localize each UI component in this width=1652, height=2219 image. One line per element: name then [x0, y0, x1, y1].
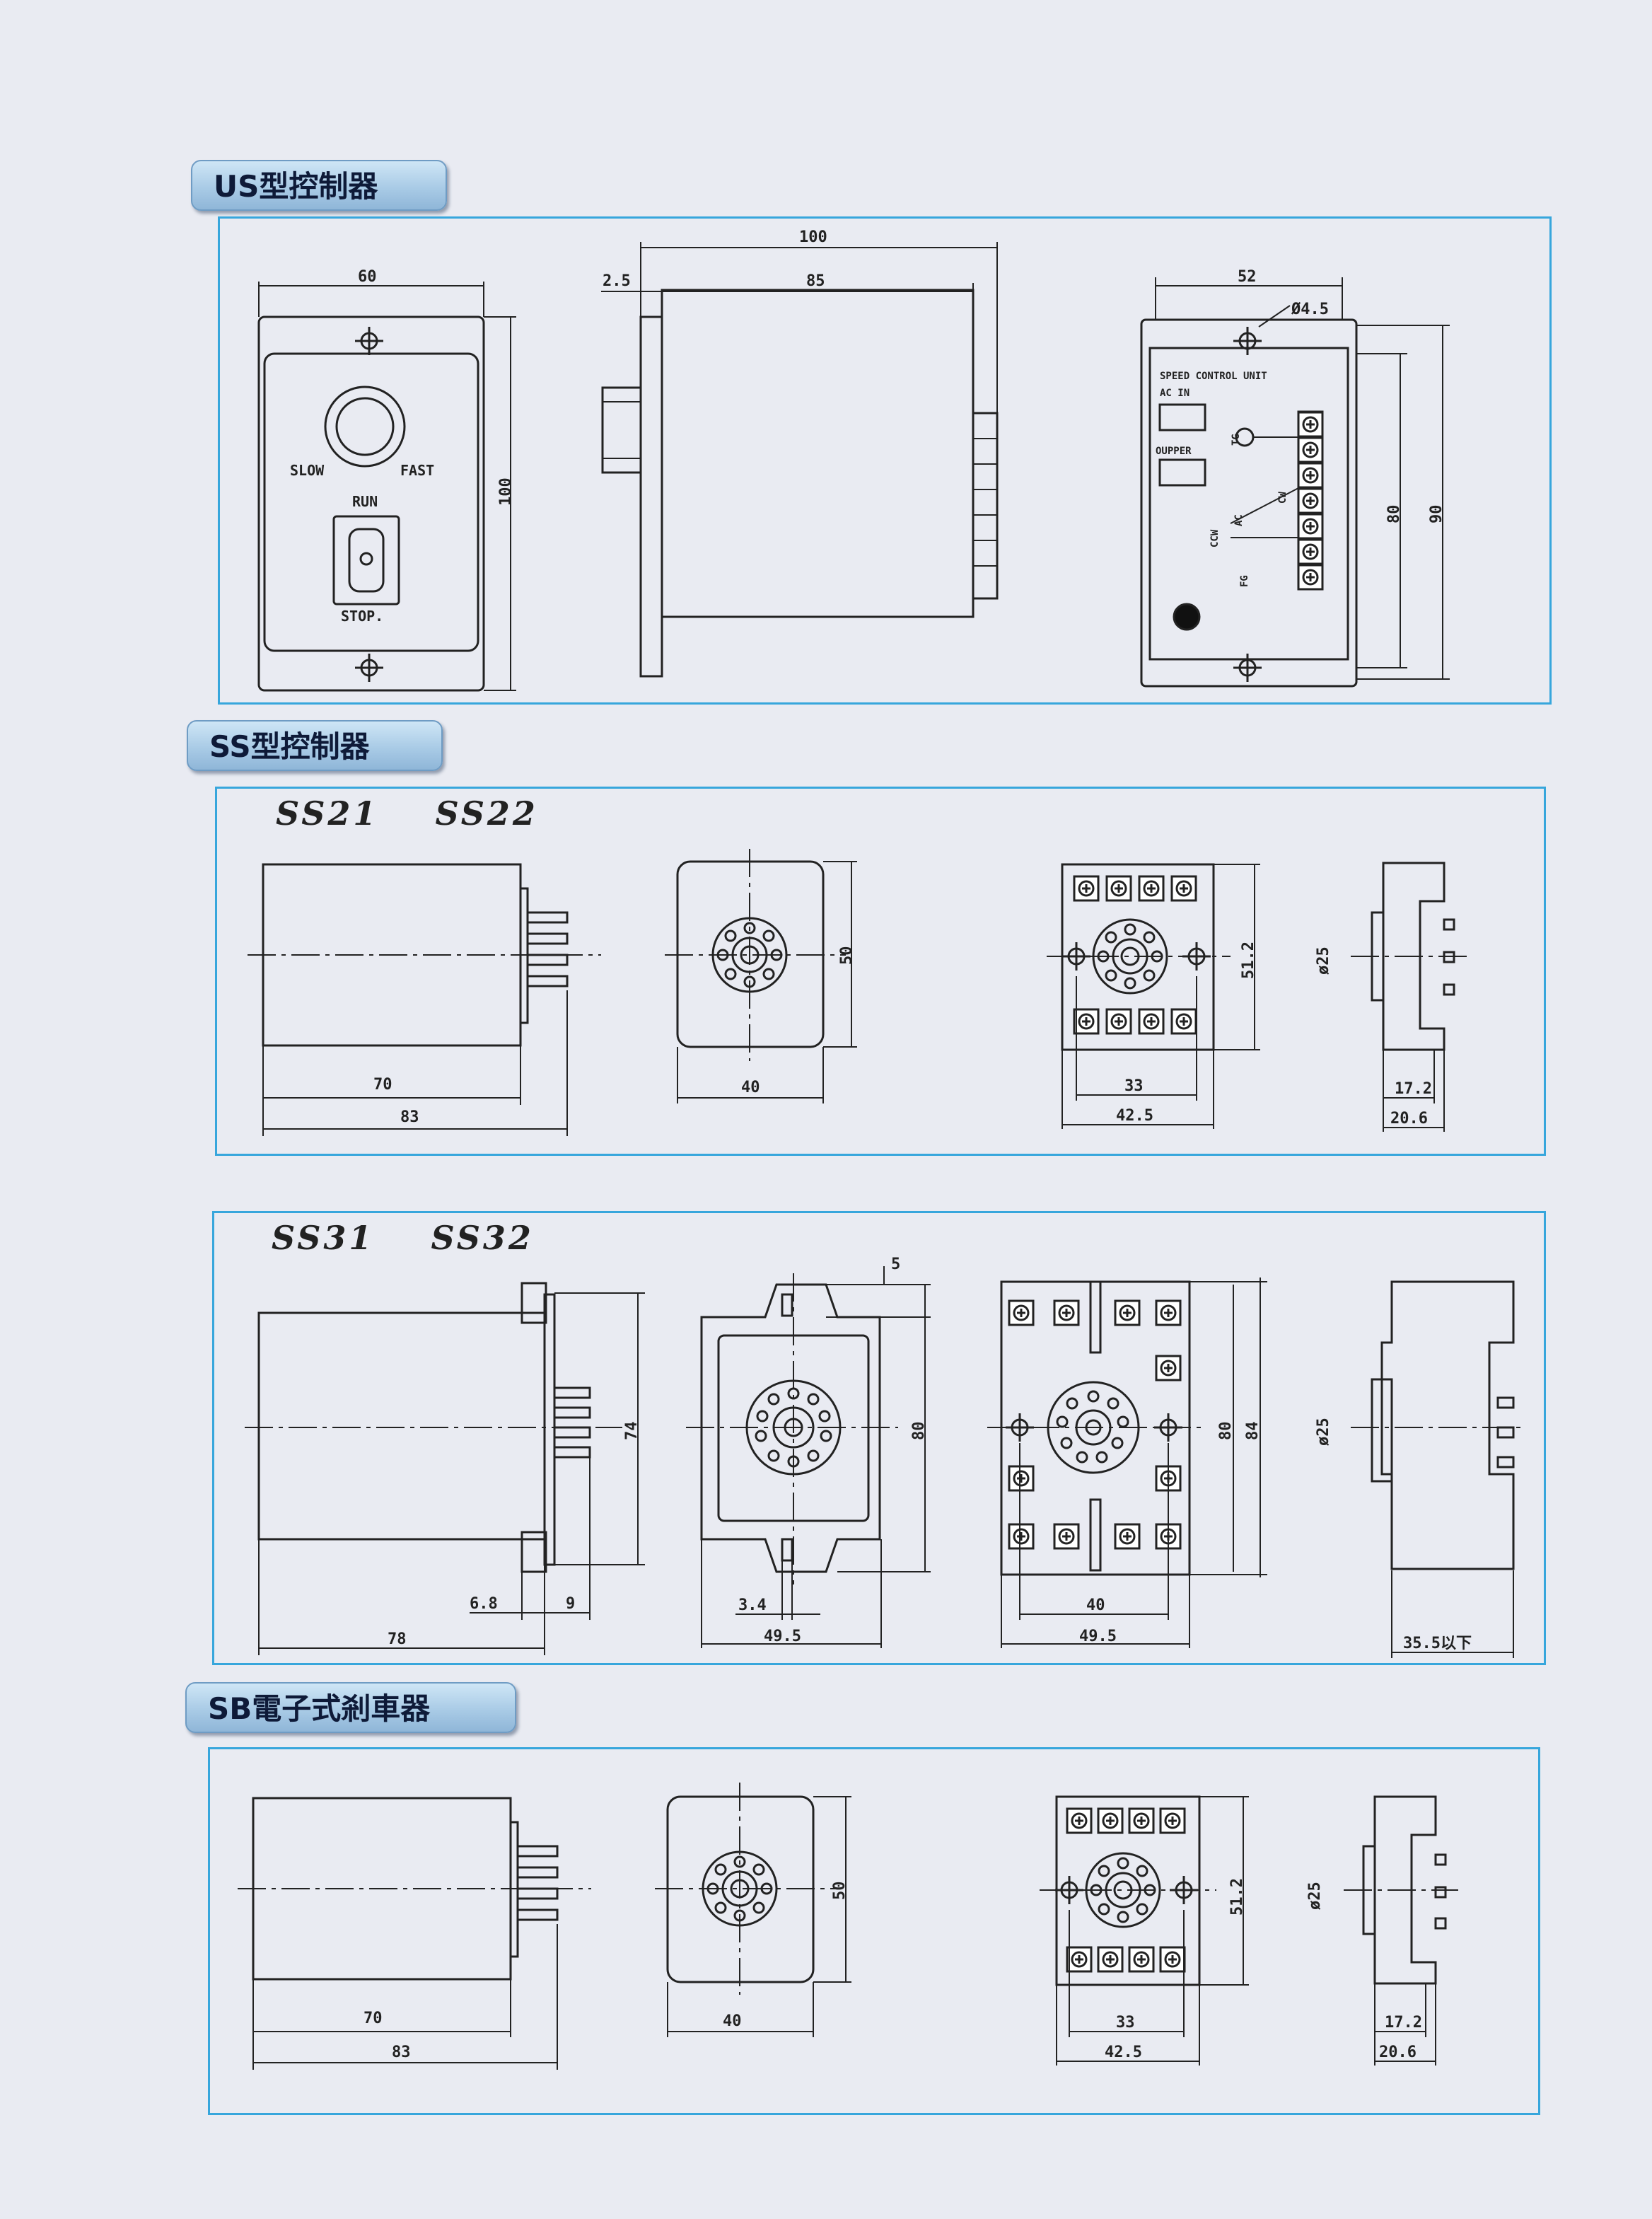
sb-body-view — [238, 1797, 591, 2070]
ss2x-body-len83: 83 — [400, 1108, 419, 1126]
ss3x-body-len78: 78 — [388, 1630, 407, 1648]
sb-face-height: 50 — [831, 1882, 849, 1901]
us-rear-term-cw: CW — [1277, 492, 1289, 504]
us-rear-term-ac: AC — [1233, 514, 1245, 526]
us-knob-slow-label: SLOW — [290, 462, 325, 479]
ss3x-body-h74: 74 — [623, 1422, 641, 1441]
ss-section-title: SS型控制器 — [209, 729, 370, 764]
us-section-title: US型控制器 — [214, 169, 378, 204]
sb-section-tab: SB電子式剎車器 — [185, 1682, 516, 1733]
ss2x-side-d2: 20.6 — [1390, 1110, 1428, 1128]
ss3x-socket-view — [987, 1277, 1267, 1648]
ss3x-panel — [212, 1211, 1546, 1665]
us-front-view — [257, 282, 516, 692]
us-rear-term-fg: FG — [1239, 575, 1250, 587]
ss2x-socket-inner: 33 — [1124, 1077, 1144, 1095]
ss2x-socket-outer: 42.5 — [1116, 1107, 1153, 1125]
us-rear-view — [1140, 277, 1450, 688]
ss2x-face-view — [665, 849, 857, 1103]
us-rear-term-ccw: CCW — [1209, 529, 1221, 547]
us-rear-unit-title: SPEED CONTROL UNIT — [1160, 371, 1267, 382]
ss3x-side-len: 35.5以下 — [1403, 1635, 1472, 1652]
ss3x-socket-outer: 49.5 — [1079, 1628, 1117, 1645]
sb-side-d1: 17.2 — [1385, 2014, 1422, 2032]
us-side-total: 100 — [799, 228, 827, 246]
sb-face-view — [655, 1783, 851, 2037]
ss3x-socket-inner: 40 — [1086, 1597, 1105, 1614]
sb-body-len83: 83 — [392, 2044, 411, 2061]
sb-body-len70: 70 — [363, 2010, 383, 2027]
ss2x-body-len70: 70 — [373, 1076, 392, 1094]
us-side-body: 85 — [806, 272, 825, 290]
ss3x-socket-h84: 84 — [1244, 1422, 1262, 1441]
us-section-tab: US型控制器 — [191, 160, 447, 211]
us-knob-fast-label: FAST — [400, 462, 434, 479]
us-side-flange: 2.5 — [603, 272, 631, 290]
sb-socket-view — [1040, 1795, 1249, 2066]
us-rear-height-outer: 90 — [1428, 505, 1446, 524]
us-panel — [218, 216, 1552, 705]
ss3x-face-view — [686, 1266, 931, 1648]
sb-side-d2: 20.6 — [1379, 2044, 1417, 2061]
us-switch-stop-label: STOP. — [341, 608, 383, 625]
us-rear-height-inner: 80 — [1385, 505, 1403, 524]
us-front-width: 60 — [358, 268, 377, 286]
ss3x-body-d9: 9 — [566, 1595, 575, 1613]
ss2x-socket-height: 51.2 — [1240, 942, 1257, 979]
us-side-view — [601, 242, 999, 678]
us-front-height: 100 — [497, 477, 515, 506]
ss3x-face-d34: 3.4 — [738, 1597, 767, 1614]
sb-socket-inner: 33 — [1116, 2014, 1135, 2032]
ss2x-side-d1: 17.2 — [1395, 1080, 1432, 1098]
sb-face-width: 40 — [723, 2012, 742, 2030]
ss2x-side-view — [1351, 862, 1467, 1132]
sb-socket-outer: 42.5 — [1105, 2044, 1142, 2061]
us-rear-width: 52 — [1238, 268, 1257, 286]
ss3x-socket-h80: 80 — [1217, 1422, 1235, 1441]
us-rear-hole: Ø4.5 — [1291, 301, 1329, 318]
sb-socket-height: 51.2 — [1228, 1878, 1246, 1916]
sb-side-view — [1344, 1795, 1458, 2066]
sb-side-dia: ø25 — [1306, 1882, 1324, 1910]
us-rear-output: OUPPER — [1156, 446, 1192, 457]
us-switch-run-label: RUN — [352, 493, 378, 510]
ss2x-socket-view — [1047, 863, 1260, 1129]
ss2x-face-width: 40 — [741, 1079, 760, 1096]
ss2x-models: SS21 SS22 — [276, 794, 538, 833]
us-rear-term-tg: TG — [1231, 434, 1242, 446]
ss2x-panel — [215, 787, 1546, 1156]
ss3x-side-view — [1351, 1280, 1520, 1658]
sb-panel — [208, 1747, 1540, 2115]
ss3x-face-top5: 5 — [891, 1256, 900, 1273]
ss3x-body-view — [245, 1282, 645, 1655]
ss3x-models: SS31 SS32 — [272, 1219, 534, 1257]
sb-section-title: SB電子式剎車器 — [208, 1691, 431, 1726]
us-rear-ac-in: AC IN — [1160, 388, 1189, 399]
ss-section-tab: SS型控制器 — [187, 720, 443, 771]
ss2x-face-height: 50 — [838, 946, 856, 966]
ss3x-face-width: 49.5 — [764, 1628, 801, 1645]
ss3x-face-height: 80 — [910, 1422, 928, 1441]
ss3x-body-d68: 6.8 — [470, 1595, 498, 1613]
ss2x-side-dia: ø25 — [1315, 946, 1332, 975]
ss2x-body-view — [248, 863, 601, 1136]
ss3x-side-dia: ø25 — [1315, 1418, 1332, 1446]
